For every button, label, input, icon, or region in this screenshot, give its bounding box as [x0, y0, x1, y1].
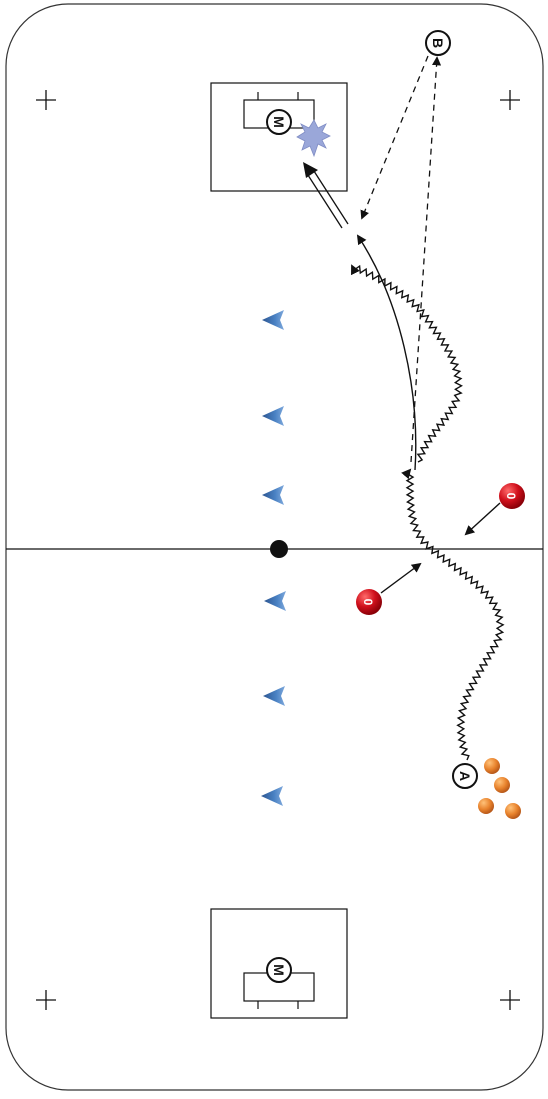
ball-icon: [505, 803, 521, 819]
defender-right-label: 0: [504, 493, 518, 500]
ball-icon: [494, 777, 510, 793]
pass-b-to-run: [360, 55, 429, 220]
ball-icon: [478, 798, 494, 814]
player-a-label: A: [457, 771, 473, 781]
plus-icon: [500, 990, 520, 1010]
cone-icon: [262, 310, 284, 330]
ball-icon: [484, 758, 500, 774]
plus-icon: [36, 990, 56, 1010]
player-a: A: [452, 763, 478, 789]
plus-icon: [500, 90, 520, 110]
defender-left-arrow: [380, 562, 422, 594]
cone-icon: [262, 406, 284, 426]
dribble-path-a: [401, 468, 505, 761]
cone-icon: [261, 786, 283, 806]
player-b: B: [425, 30, 451, 56]
defender-right-arrow: [464, 502, 501, 536]
balls: [478, 758, 521, 819]
pass-a-to-b: [410, 56, 442, 463]
dribble-path-loop: [351, 264, 463, 463]
center-spot: [270, 540, 288, 558]
plus-icon: [36, 90, 56, 110]
cone-icon: [263, 686, 285, 706]
cone-icon: [262, 485, 284, 505]
defender-left-label: 0: [361, 599, 375, 606]
goalkeeper-top: M: [266, 109, 292, 135]
corner-marks: [36, 90, 520, 1010]
run-path: [356, 234, 417, 471]
goalkeeper-top-label: M: [271, 116, 287, 128]
defender-right: 0: [499, 483, 525, 509]
cone-icon: [264, 591, 286, 611]
shot-arrow: [303, 162, 349, 229]
defender-left: 0: [356, 589, 382, 615]
player-b-label: B: [430, 38, 446, 48]
goalkeeper-bottom: M: [266, 957, 292, 983]
star-burst-icon: [296, 119, 331, 158]
cones: [261, 310, 286, 806]
goalkeeper-bottom-label: M: [271, 964, 287, 976]
